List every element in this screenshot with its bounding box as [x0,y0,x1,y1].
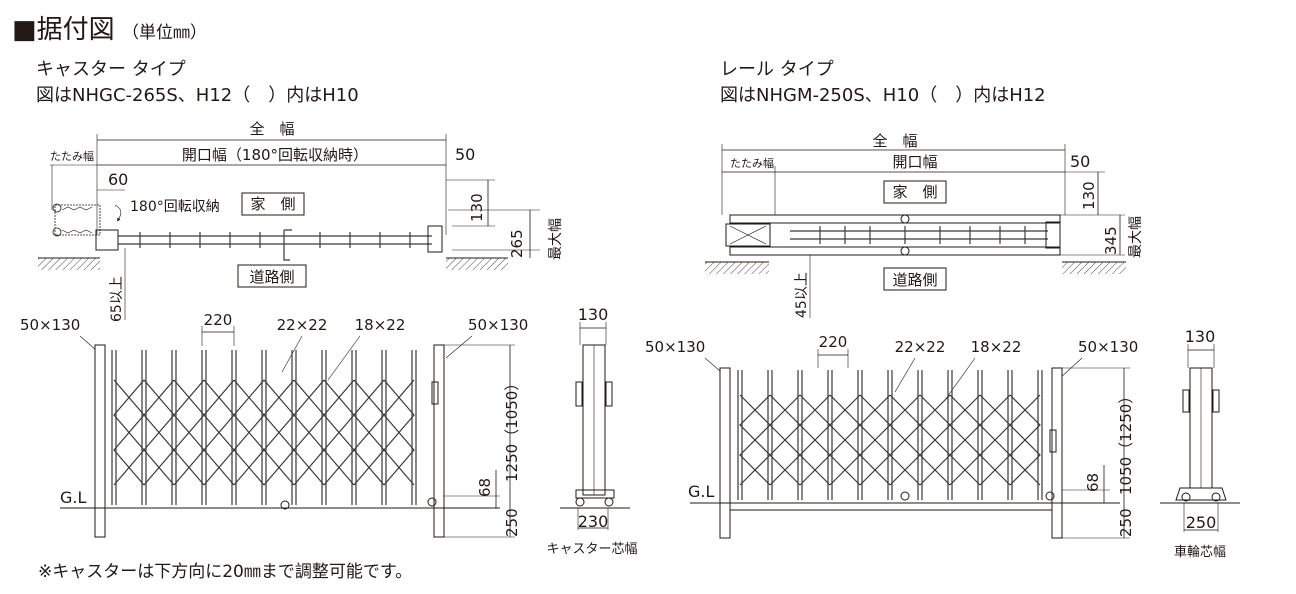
left-road-side: 道路側 [249,268,294,286]
right-plan-bars [819,226,1026,244]
left-plan-view: 全 幅 開口幅（180°回転収納時） 50 たたみ幅 60 180°回転収納 家… [38,120,564,322]
left-dim-68: 68 [476,478,494,497]
left-side-view: 130 230 キャスター芯幅 [546,305,637,557]
left-gl-label: G.L [60,488,86,507]
right-dim-45: 45以上 [794,272,810,318]
left-side-label: キャスター芯幅 [546,542,637,557]
right-elev-stiles [737,370,1043,500]
right-type-label: レール タイプ [720,59,834,80]
left-height-label: 1250（1050） [503,376,521,482]
left-opening-label: 開口幅（180°回転収納時） [182,146,368,164]
left-dim-60: 60 [108,170,128,189]
left-type-label: キャスター タイプ [36,59,186,80]
right-post-left-label: 50×130 [645,338,705,356]
left-model-note: 図はNHGC-265S、H12（ ）内はH10 [36,85,359,106]
right-dim-345: 345 [1102,226,1120,255]
left-side-dim-130: 130 [578,305,609,324]
left-dim-50: 50 [455,145,475,164]
left-max-width: 最大幅 [548,218,564,260]
right-house-side: 家 側 [892,183,937,201]
left-dim-65: 65以上 [109,276,125,322]
left-total-width-label: 全 幅 [249,120,294,138]
right-total-width-label: 全 幅 [872,132,917,150]
left-bar1-label: 22×22 [277,316,328,334]
right-plan-view: 全 幅 たたみ幅 開口幅 50 家 側 [705,132,1144,318]
left-elev-lattice [113,379,415,486]
right-bar2-label: 18×22 [971,338,1022,356]
right-height-label: 1050（1250） [1117,389,1135,495]
header-unit: （単位㎜） [122,23,207,43]
left-rotate-label: 180°回転収納 [130,199,220,215]
left-side-dim-230: 230 [578,512,609,531]
right-elevation-view: 50×130 220 22×22 18×22 50×130 [645,333,1138,539]
right-side-dim-130: 130 [1185,327,1216,346]
right-dim-68: 68 [1084,473,1102,492]
right-dim-130: 130 [1080,181,1098,210]
left-post-right-label: 50×130 [468,316,528,334]
left-post-left-label: 50×130 [20,316,80,334]
left-dim-265: 265 [508,229,526,258]
right-bar1-label: 22×22 [895,338,946,356]
right-dim-50: 50 [1070,152,1090,171]
left-dim-130: 130 [468,193,486,222]
left-house-side: 家 側 [250,195,295,213]
left-bar2-label: 18×22 [355,316,406,334]
header-title: ■据付図 [12,15,115,45]
left-plan-bars [139,232,411,248]
right-model-note: 図はNHGM-250S、H10（ ）内はH12 [720,85,1046,106]
right-post-right-label: 50×130 [1078,338,1138,356]
left-pitch-label: 220 [204,311,233,329]
right-side-view: 130 250 車輪芯幅 [1160,327,1240,560]
right-elev-lattice [739,394,1041,486]
left-footnote: ※キャスターは下方向に20㎜まで調整可能です。 [38,562,412,582]
right-gl-label: G.L [688,482,714,501]
right-dim-250: 250 [1117,508,1135,537]
left-dim-250: 250 [503,508,521,537]
right-side-label: 車輪芯幅 [1174,544,1226,560]
left-elev-stiles [111,350,417,505]
right-pitch-label: 220 [819,333,848,351]
right-tatami-label: たたみ幅 [730,157,774,170]
right-max-width: 最大幅 [1128,216,1144,258]
right-side-dim-250: 250 [1186,513,1217,532]
right-road-side: 道路側 [892,271,937,289]
left-elevation-view: 50×130 220 22×22 18×22 50×130 [20,311,528,538]
right-opening-label: 開口幅 [892,153,937,171]
left-tatami-label: たたみ幅 [50,150,94,163]
